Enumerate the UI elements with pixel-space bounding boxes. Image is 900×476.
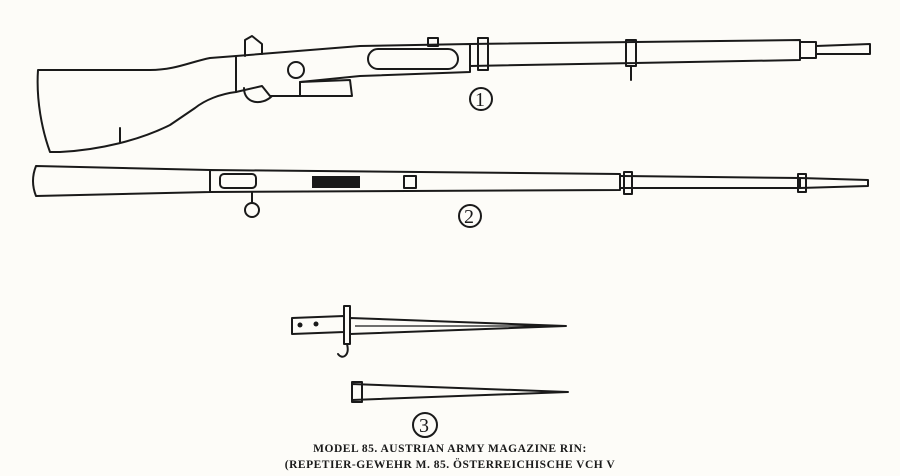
- rear-sight: [244, 35, 263, 57]
- magazine-window: [367, 48, 459, 70]
- rifle-top-view: 2: [32, 165, 869, 228]
- figure-number-2: 2: [464, 206, 474, 228]
- rifle-stock: [36, 55, 237, 153]
- grip-rivet-1: [297, 322, 303, 328]
- figure-number-1-circle: [469, 87, 493, 111]
- magazine-housing: [299, 79, 353, 97]
- muzzle-end: [815, 43, 871, 55]
- crossguard-hook: [337, 343, 349, 358]
- top-band-1: [623, 171, 633, 195]
- figure-number-3: 3: [419, 415, 429, 437]
- rifle-top-muzzle: [799, 177, 869, 189]
- figure-number-1: 1: [475, 89, 485, 111]
- muzzle-band: [799, 41, 817, 59]
- top-bolt: [219, 173, 257, 189]
- top-sight: [403, 175, 417, 189]
- top-bolt-knob: [244, 202, 260, 218]
- technical-drawing: 1 2: [32, 35, 871, 438]
- trigger-guard: [243, 87, 273, 104]
- scabbard: [351, 383, 569, 401]
- caption-line-2: (REPETIER-GEWEHR M. 85. ÖSTERREICHISCHE …: [284, 459, 616, 471]
- scabbard-throat: [351, 381, 363, 403]
- top-band-2: [797, 173, 807, 193]
- rifle-top-receiver: [209, 169, 621, 193]
- crossguard: [343, 305, 351, 345]
- front-block: [427, 37, 439, 47]
- rifle-side-view: 1: [36, 35, 871, 153]
- top-bolt-opening: [312, 176, 360, 188]
- caption-line-1: MODEL 85. AUSTRIAN ARMY MAGAZINE RIN:: [313, 443, 587, 455]
- grip-rivet-2: [313, 321, 319, 327]
- upper-band: [477, 37, 489, 71]
- bayonet-and-scabbard: 3: [291, 305, 569, 438]
- bayonet-blade: [349, 317, 567, 335]
- bolt-knob: [287, 61, 305, 79]
- rifle-top-stock: [32, 165, 211, 197]
- rifle-top-barrel: [619, 175, 801, 189]
- figure-number-2-circle: [458, 204, 482, 228]
- figure-number-3-circle: [412, 412, 438, 438]
